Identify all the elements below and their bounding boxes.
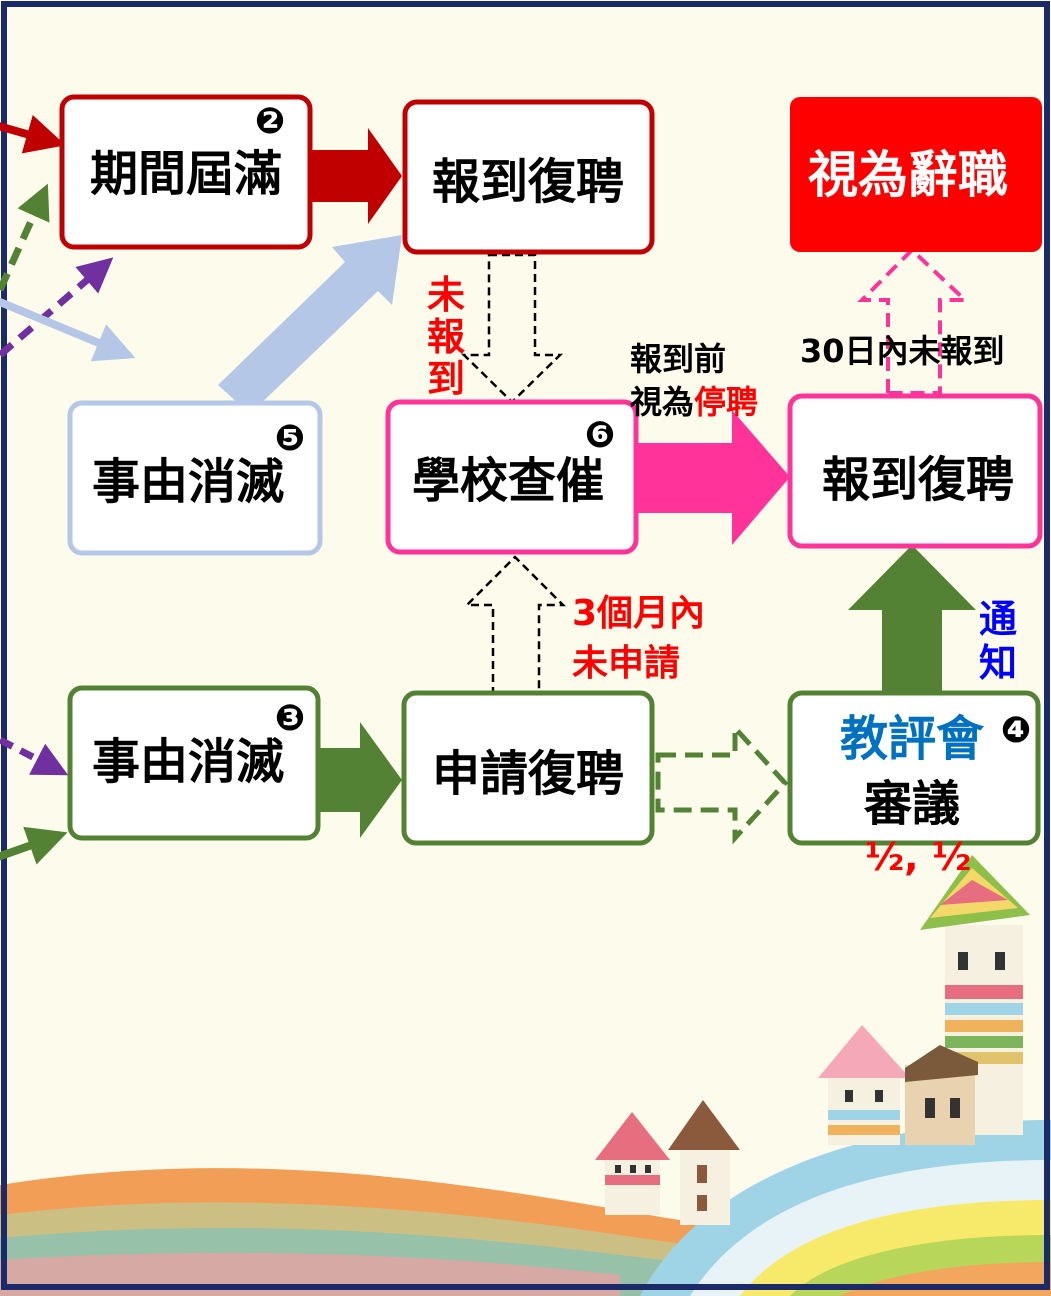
incoming-green-dashed-arrow: [0, 183, 50, 292]
badge-3: ❸: [275, 698, 305, 739]
node-deemed-resigned-label: 視為辭職: [808, 146, 1008, 204]
annotation-not-applied: 未申請: [572, 643, 680, 684]
annotation-not-reported-char-2: 報: [427, 315, 465, 359]
node-report-reinstate-top: 報到復聘: [402, 99, 655, 255]
node-reason-ended-green-label: 事由消滅: [92, 734, 284, 790]
node-report-reinstate-mid: 報到復聘: [787, 393, 1043, 549]
node-school-urge-label: 學校查催: [412, 453, 604, 509]
annotation-suspended-highlight: 停聘: [694, 383, 758, 421]
incoming-red-arrow: [0, 114, 66, 154]
annotation-deemed-prefix: 視為: [630, 383, 694, 421]
annotation-notify-char-1: 通: [979, 597, 1017, 641]
incoming-purple-dashed-arrow: [0, 257, 114, 358]
arrow-dashed-report-to-urge: [460, 253, 564, 404]
houses-decoration: [595, 855, 1030, 1225]
node-apply-reinstate: 申請復聘: [401, 690, 655, 846]
node-apply-reinstate-label: 申請復聘: [432, 746, 624, 802]
annotation-before-report: 報到前: [630, 340, 726, 378]
arrow-pink-dashed-to-resigned: [857, 247, 971, 395]
arrow-expired-to-report: [305, 128, 402, 224]
node-review-committee-line2: 審議: [863, 776, 960, 832]
arrow-green-dashed-apply-to-committee: [655, 721, 789, 845]
node-school-urge: 學校查催 ❻: [385, 399, 639, 555]
annotation-not-reported-char-3: 到: [427, 357, 465, 401]
incoming-purple-arrow-lower: [0, 736, 69, 776]
node-period-expired-label: 期間屆滿: [90, 146, 282, 202]
node-reason-ended-blue: 事由消滅 ❺: [67, 400, 323, 556]
annotation-notify: 通 知: [979, 597, 1017, 685]
annotation-within-3-months: 3個月內: [572, 593, 705, 634]
arrow-green-committee-to-report: [848, 545, 976, 692]
node-deemed-resigned: 視為辭職: [790, 97, 1042, 252]
node-report-reinstate-mid-label: 報到復聘: [822, 452, 1014, 508]
badge-6: ❻: [585, 415, 615, 456]
annotation-not-reported-char-1: 未: [427, 273, 465, 317]
annotation-vote-ratio: ½, ½: [865, 835, 971, 879]
node-review-committee-line1: 教評會: [840, 711, 985, 767]
incoming-green-arrow-lower: [0, 826, 68, 865]
annotation-deemed-suspended: 視為停聘: [630, 383, 758, 421]
node-reason-ended-blue-label: 事由消滅: [92, 454, 284, 510]
node-review-committee: 教評會 審議 ❹: [787, 690, 1041, 846]
arrow-dashed-apply-to-urge: [463, 555, 567, 697]
annotation-not-reported: 未 報 到: [427, 273, 465, 401]
node-reason-ended-green: 事由消滅 ❸: [67, 685, 321, 841]
annotation-within-30-days: 30日內未報到: [800, 332, 1005, 370]
badge-5: ❺: [275, 418, 305, 459]
arrow-green-reason-to-apply: [318, 722, 402, 838]
badge-2: ❷: [255, 101, 285, 142]
badge-4: ❹: [1001, 710, 1031, 751]
arrow-pink-urge-to-report: [636, 410, 790, 545]
node-report-reinstate-top-label: 報到復聘: [432, 154, 624, 210]
node-period-expired: 期間屆滿 ❷: [59, 94, 313, 250]
arrow-blue-reason-to-report: [218, 235, 402, 414]
rainbow-hills-decoration: [0, 1120, 1051, 1296]
annotation-notify-char-2: 知: [979, 641, 1017, 685]
incoming-light-blue-arrow: [0, 297, 136, 362]
